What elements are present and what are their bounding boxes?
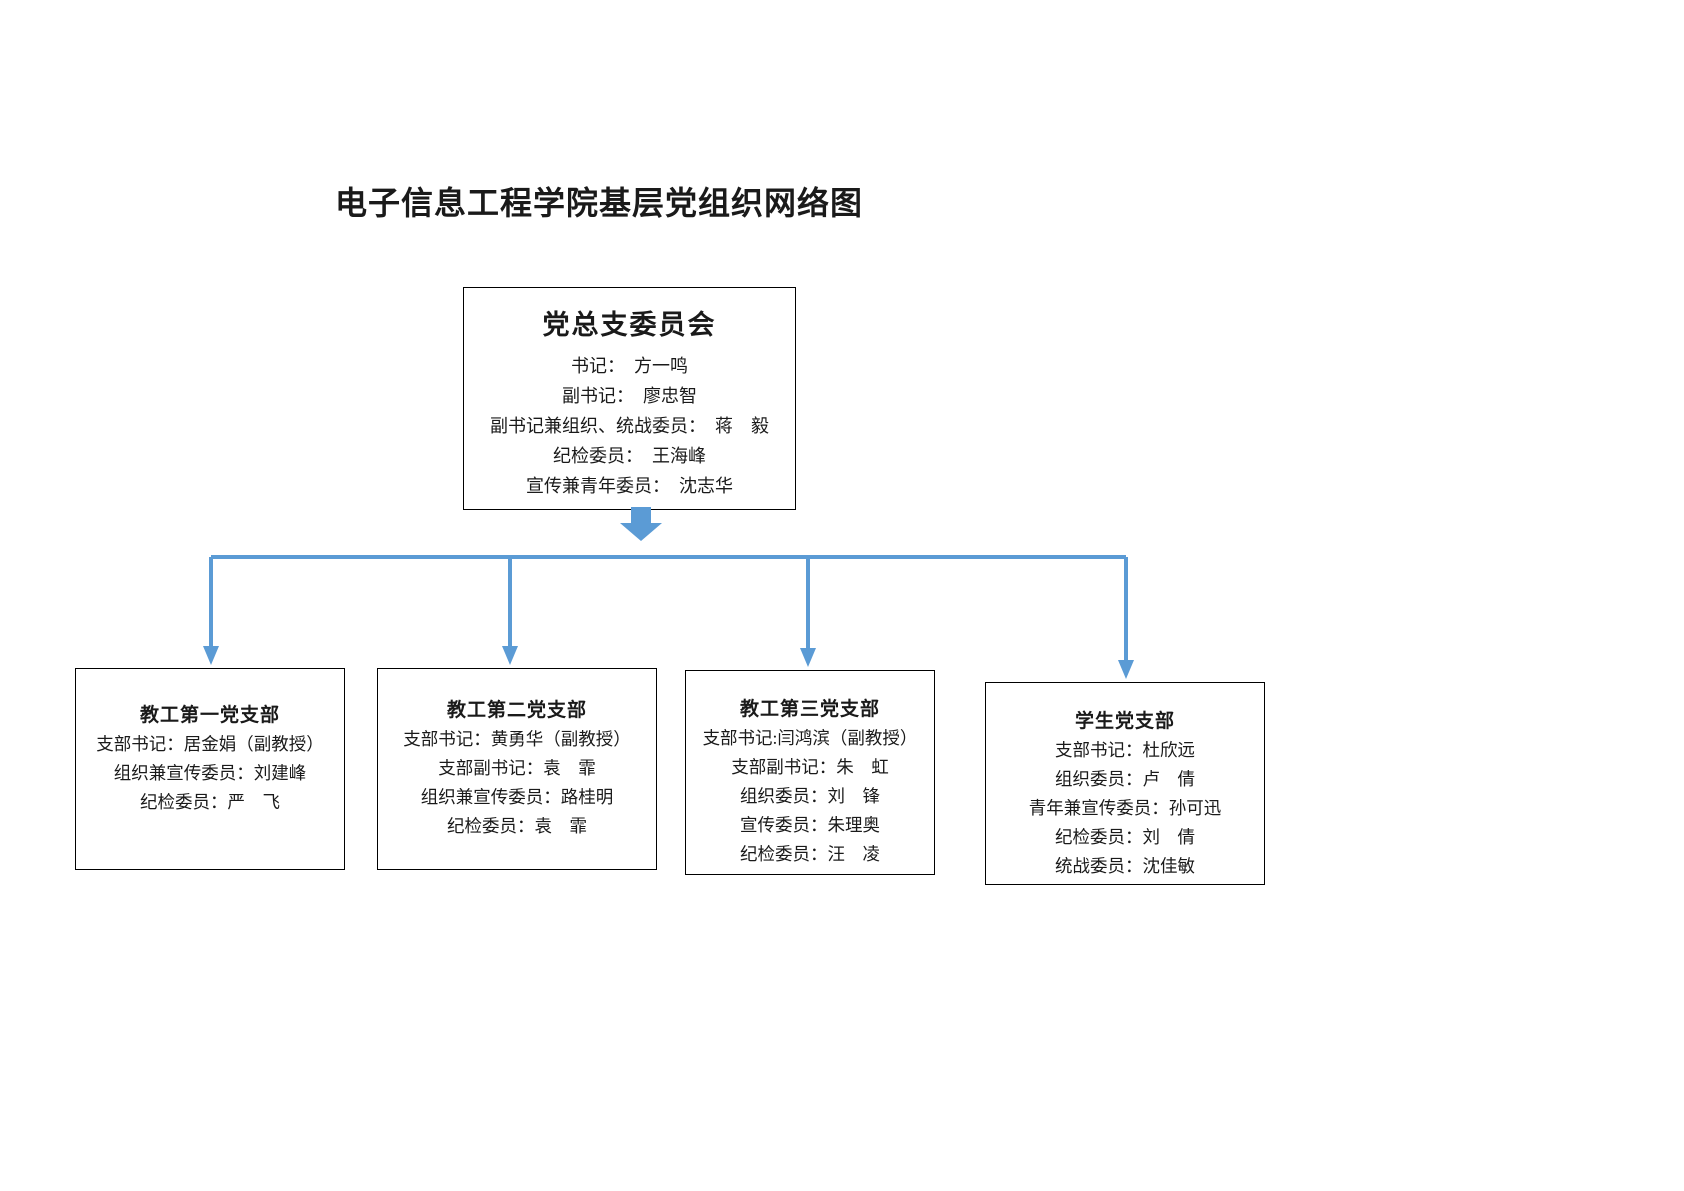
member-line: 纪检委员：袁 霏: [447, 816, 587, 836]
branch-box-faculty-3: 教工第三党支部 支部书记:闫鸿滨（副教授） 支部副书记：朱 虹组织委员：刘 锋宣传…: [685, 670, 935, 875]
member-line: 统战委员：沈佳敏: [1055, 856, 1195, 876]
member-line: 书记： 方一鸣: [571, 356, 688, 376]
member-line: 纪检委员：严 飞: [140, 792, 280, 812]
arrowhead-down-icon: [1118, 660, 1134, 679]
branch-member-list: 支部书记：黄勇华（副教授） 支部副书记：袁 霏组织兼宣传委员：路桂明纪检委员：袁 …: [378, 725, 656, 841]
branch-member-list: 支部书记：杜欣远组织委员：卢 倩青年兼宣传委员：孙可迅纪检委员：刘 倩统战委员：…: [986, 736, 1264, 881]
branch-member-list: 支部书记：居金娟（副教授） 组织兼宣传委员：刘建峰纪检委员：严 飞: [76, 730, 344, 817]
member-line: 组织兼宣传委员：路桂明: [420, 787, 614, 807]
member-line: 支部书记：杜欣远: [1055, 740, 1195, 760]
member-line: 支部书记：黄勇华（副教授）: [403, 729, 631, 749]
member-line: 宣传委员：朱理奥: [740, 815, 880, 835]
member-line: 副书记： 廖忠智: [562, 386, 697, 406]
branch-box-title: 教工第三党支部: [739, 699, 880, 720]
member-line: 组织委员：卢 倩: [1055, 769, 1195, 789]
member-line: 组织委员：刘 锋: [740, 786, 880, 806]
member-line: 宣传兼青年委员： 沈志华: [526, 476, 733, 496]
member-line: 支部书记：居金娟（副教授）: [96, 734, 324, 754]
member-line: 支部副书记：袁 霏: [438, 758, 596, 778]
committee-member-list: 书记： 方一鸣副书记： 廖忠智副书记兼组织、统战委员： 蒋 毅纪检委员： 王海峰…: [464, 351, 795, 501]
arrowhead-down-icon: [203, 646, 219, 665]
committee-box-title: 党总支委员会: [542, 310, 717, 340]
member-line: 副书记兼组织、统战委员： 蒋 毅: [490, 416, 769, 436]
committee-box: 党总支委员会 书记： 方一鸣副书记： 廖忠智副书记兼组织、统战委员： 蒋 毅纪检…: [463, 287, 796, 510]
member-line: 组织兼宣传委员：刘建峰: [113, 763, 307, 783]
member-line: 支部书记:闫鸿滨（副教授）: [702, 728, 918, 748]
branch-box-faculty-2: 教工第二党支部 支部书记：黄勇华（副教授） 支部副书记：袁 霏组织兼宣传委员：路桂…: [377, 668, 657, 870]
branch-box-faculty-1: 教工第一党支部 支部书记：居金娟（副教授） 组织兼宣传委员：刘建峰纪检委员：严 飞: [75, 668, 345, 870]
member-line: 青年兼宣传委员：孙可迅: [1028, 798, 1222, 818]
member-line: 支部副书记：朱 虹: [731, 757, 889, 777]
branch-box-students: 学生党支部 支部书记：杜欣远组织委员：卢 倩青年兼宣传委员：孙可迅纪检委员：刘 …: [985, 682, 1265, 885]
block-down-arrow-icon: [620, 507, 662, 541]
branch-member-list: 支部书记:闫鸿滨（副教授） 支部副书记：朱 虹组织委员：刘 锋宣传委员：朱理奥纪检…: [686, 724, 934, 869]
arrowhead-down-icon: [800, 648, 816, 667]
member-line: 纪检委员：汪 凌: [740, 844, 880, 864]
page-title: 电子信息工程学院基层党组织网络图: [335, 185, 864, 221]
arrowhead-down-icon: [502, 646, 518, 665]
branch-box-title: 学生党支部: [1074, 711, 1175, 732]
branch-box-title: 教工第二党支部: [446, 700, 587, 721]
member-line: 纪检委员： 王海峰: [553, 446, 706, 466]
branch-box-title: 教工第一党支部: [139, 705, 280, 726]
member-line: 纪检委员：刘 倩: [1055, 827, 1195, 847]
